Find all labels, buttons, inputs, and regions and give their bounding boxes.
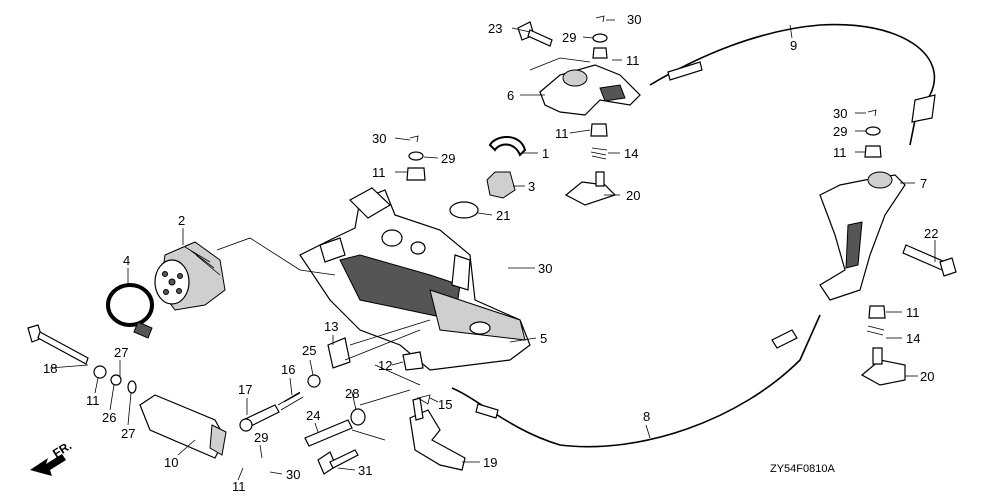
callout-29: 29 xyxy=(833,124,847,139)
right-small-parts xyxy=(860,109,957,386)
callout-6: 6 xyxy=(507,88,514,103)
callout-7: 7 xyxy=(920,176,927,191)
part-18-bolt xyxy=(27,324,89,365)
callout-1: 1 xyxy=(542,146,549,161)
callout-30: 30 xyxy=(286,467,300,482)
callout-14: 14 xyxy=(906,331,920,346)
callout-3: 3 xyxy=(528,179,535,194)
callout-27: 27 xyxy=(121,426,135,441)
callout-16: 16 xyxy=(281,362,295,377)
front-direction-arrow-icon xyxy=(30,454,66,476)
callout-25: 25 xyxy=(302,343,316,358)
callout-labels: 23 29 30 11 6 9 11 14 20 30 29 11 1 3 21… xyxy=(43,12,938,494)
callout-15: 15 xyxy=(438,397,452,412)
callout-24: 24 xyxy=(306,408,320,423)
callout-23: 23 xyxy=(488,21,502,36)
part-6-bracket xyxy=(539,64,641,116)
callout-28: 28 xyxy=(345,386,359,401)
parts-13-25-16-17 xyxy=(239,337,351,432)
mid-right-parts xyxy=(564,123,617,206)
callout-17: 17 xyxy=(238,382,252,397)
callout-22: 22 xyxy=(924,226,938,241)
callout-11: 11 xyxy=(232,479,246,494)
callout-30: 30 xyxy=(627,12,641,27)
callout-14: 14 xyxy=(624,146,638,161)
callout-19: 19 xyxy=(483,455,497,470)
callout-11: 11 xyxy=(906,305,920,320)
parts-24-31-bolts xyxy=(304,419,359,475)
part-8-cable xyxy=(416,314,821,448)
callout-30: 30 xyxy=(372,131,386,146)
callout-27: 27 xyxy=(114,345,128,360)
part-10-cover xyxy=(139,394,227,459)
callout-12: 12 xyxy=(378,358,392,373)
part-9-cable xyxy=(649,23,936,146)
diagram-code: ZY54F0810A xyxy=(770,463,835,475)
callout-2: 2 xyxy=(178,213,185,228)
callout-11: 11 xyxy=(833,145,847,160)
callout-11: 11 xyxy=(86,393,100,408)
callout-20: 20 xyxy=(920,369,934,384)
callout-8: 8 xyxy=(643,409,650,424)
front-direction-label: FR. xyxy=(50,438,74,460)
callout-26: 26 xyxy=(102,410,116,425)
callout-10: 10 xyxy=(164,455,178,470)
callout-13: 13 xyxy=(324,319,338,334)
callout-11: 11 xyxy=(626,53,640,68)
part-19-lever xyxy=(409,397,466,471)
callout-11: 11 xyxy=(555,126,569,141)
callout-9: 9 xyxy=(790,38,797,53)
callout-4: 4 xyxy=(123,253,130,268)
part-5-control-bracket xyxy=(299,187,531,371)
parts-12-28 xyxy=(350,351,424,426)
callout-20: 20 xyxy=(626,188,640,203)
callout-29: 29 xyxy=(441,151,455,166)
callout-21: 21 xyxy=(496,208,510,223)
callout-30: 30 xyxy=(833,106,847,121)
callout-31: 31 xyxy=(358,463,372,478)
part-7-bracket xyxy=(819,171,906,301)
callout-29: 29 xyxy=(254,430,268,445)
callout-18: 18 xyxy=(43,361,57,376)
callout-30: 30 xyxy=(538,261,552,276)
parts-1-3-21 xyxy=(449,136,527,219)
part-2-knob xyxy=(154,241,226,311)
leader-lines xyxy=(49,19,936,481)
callout-5: 5 xyxy=(540,331,547,346)
callout-29: 29 xyxy=(562,30,576,45)
upper-left-small-parts xyxy=(406,135,426,181)
left-washers xyxy=(93,365,137,394)
callout-11: 11 xyxy=(372,165,386,180)
part-4-clamp xyxy=(106,283,154,339)
